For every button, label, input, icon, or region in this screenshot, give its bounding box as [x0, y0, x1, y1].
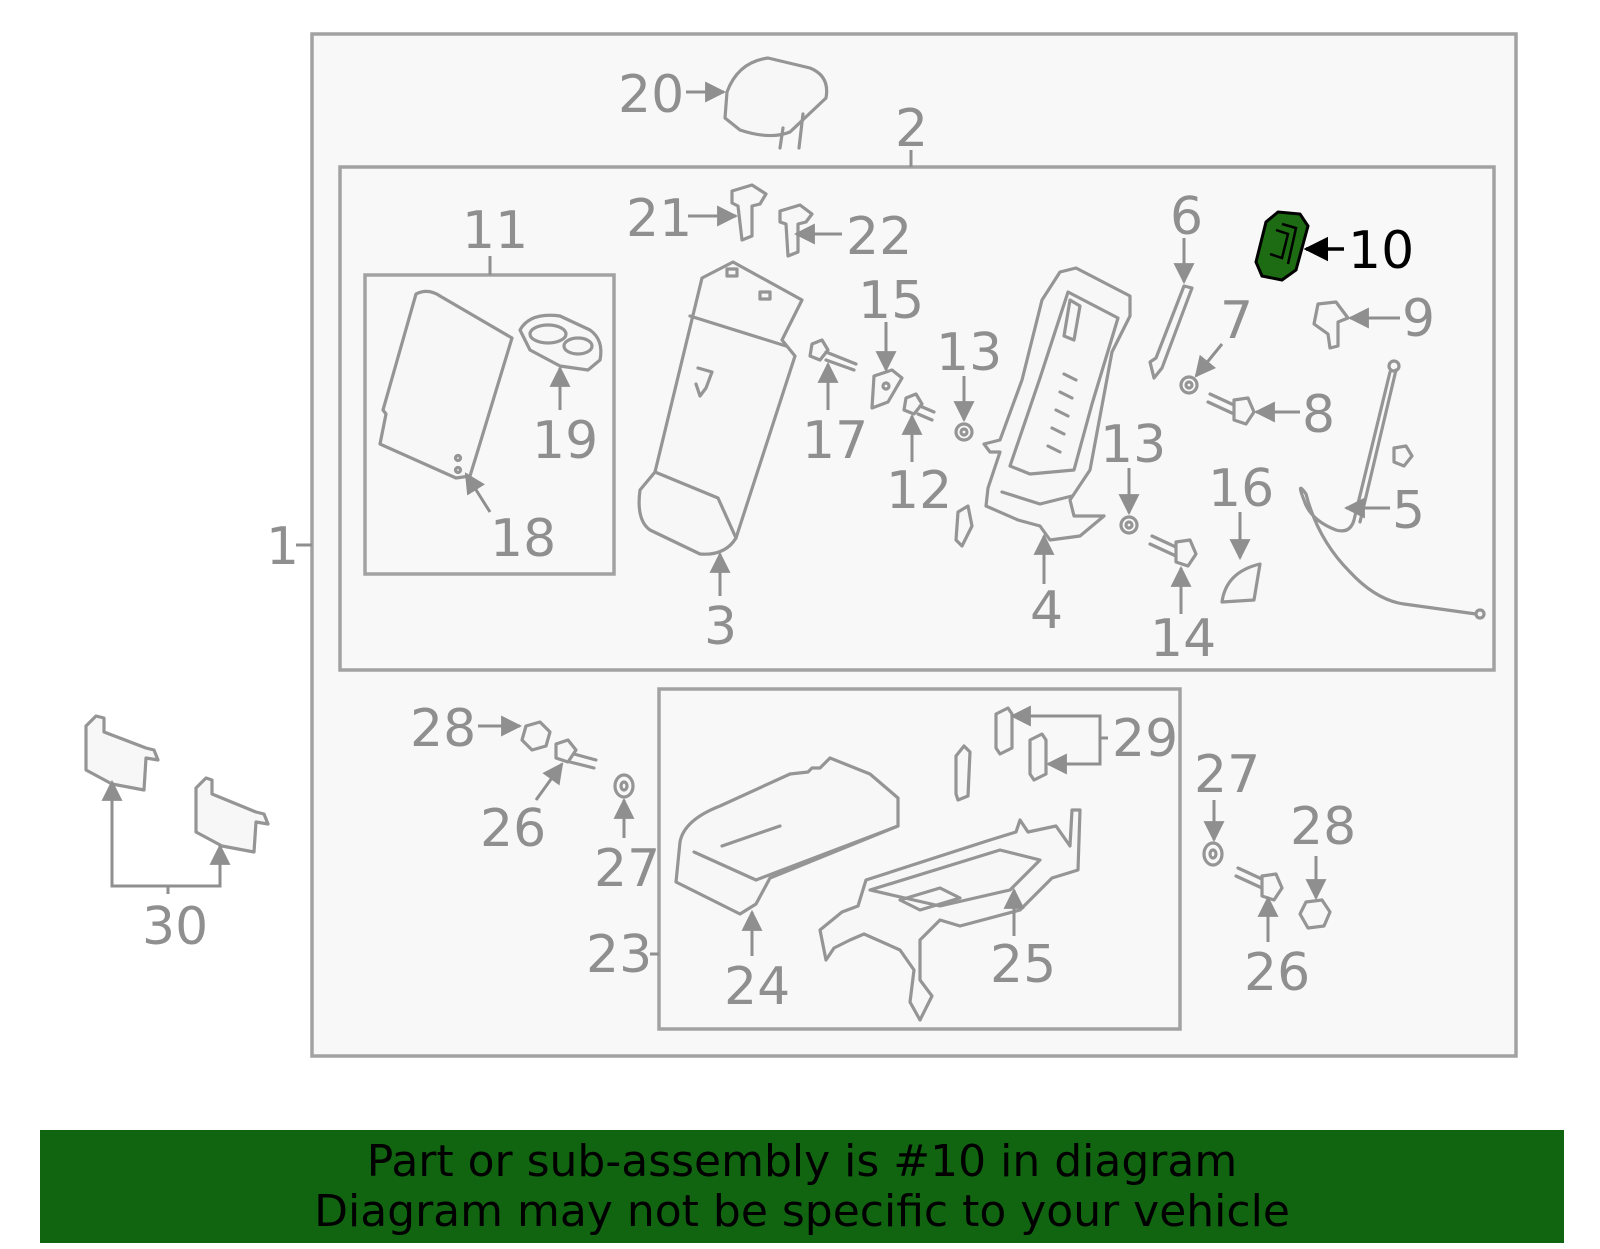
label-16: 16 — [1208, 459, 1274, 519]
footer-line-1: Part or sub-assembly is #10 in diagram — [366, 1135, 1238, 1187]
label-23: 23 — [586, 925, 652, 985]
part-30-bracket-b[interactable] — [194, 776, 270, 854]
footer-banner: Part or sub-assembly is #10 in diagram D… — [40, 1130, 1564, 1243]
label-28b: 28 — [1290, 797, 1356, 857]
part-25-armrest-frame[interactable] — [818, 808, 1082, 1022]
part-29-plate-b[interactable] — [1028, 732, 1048, 782]
part-clip[interactable] — [954, 504, 974, 548]
part-20-headrest[interactable] — [723, 56, 829, 150]
label-11: 11 — [462, 201, 528, 261]
part-13-washer-a-hole — [959, 427, 969, 437]
part-12-bolt[interactable] — [902, 392, 936, 422]
part-28-nut-a[interactable] — [520, 720, 552, 752]
label-7: 7 — [1220, 291, 1253, 351]
part-27-washer-b[interactable] — [1202, 841, 1224, 867]
part-3-seatback-cover[interactable] — [637, 260, 804, 556]
part-27-washer-b-hole — [1208, 848, 1218, 860]
part-4-seatback-frame[interactable] — [982, 266, 1132, 542]
label-25: 25 — [990, 935, 1056, 995]
part-13-washer-b-hole — [1124, 520, 1134, 530]
part-26-bolt-a[interactable] — [554, 738, 598, 770]
part-18-board[interactable] — [378, 289, 514, 480]
label-8: 8 — [1302, 385, 1335, 445]
label-17: 17 — [802, 411, 868, 471]
part-10-highlighted[interactable] — [1254, 210, 1310, 282]
label-26a: 26 — [480, 799, 546, 859]
label-30: 30 — [142, 897, 208, 957]
part-clip-5[interactable] — [1392, 444, 1414, 468]
label-3: 3 — [704, 597, 737, 657]
part-7-washer-hole — [1184, 380, 1194, 390]
footer-line-2: Diagram may not be specific to your vehi… — [314, 1185, 1290, 1237]
part-29-plate-c[interactable] — [954, 744, 972, 802]
label-18: 18 — [490, 509, 556, 569]
label-24: 24 — [724, 957, 790, 1017]
callout-labels: 20 2 11 1 21 22 3 15 17 13 12 4 13 6 7 8… — [142, 65, 1435, 1017]
label-21: 21 — [626, 189, 692, 249]
part-14-bolt[interactable] — [1148, 534, 1198, 568]
label-9: 9 — [1402, 289, 1435, 349]
part-6-rod[interactable] — [1148, 284, 1194, 380]
label-6: 6 — [1170, 187, 1203, 247]
label-26b: 26 — [1244, 943, 1310, 1003]
part-29-plate-a[interactable] — [994, 706, 1014, 756]
label-10: 10 — [1348, 221, 1414, 281]
part-19-cupholder[interactable] — [518, 313, 603, 372]
label-13b: 13 — [1100, 415, 1166, 475]
part-28-nut-b[interactable] — [1298, 898, 1332, 930]
label-28a: 28 — [410, 699, 476, 759]
label-4: 4 — [1030, 581, 1063, 641]
label-13a: 13 — [936, 323, 1002, 383]
label-1: 1 — [266, 517, 299, 577]
label-12: 12 — [886, 461, 952, 521]
part-5-cable[interactable] — [1298, 359, 1486, 620]
label-22: 22 — [846, 207, 912, 267]
part-24-armrest[interactable] — [674, 756, 900, 916]
part-30-bracket-a[interactable] — [84, 714, 160, 792]
part-26-bolt-b[interactable] — [1234, 866, 1284, 902]
label-29: 29 — [1112, 709, 1178, 769]
part-27-washer-a[interactable] — [613, 773, 635, 799]
part-16-cap[interactable] — [1220, 562, 1262, 604]
part-27-washer-a-hole — [619, 780, 629, 792]
label-27a: 27 — [594, 839, 660, 899]
part-21-guide[interactable] — [730, 183, 768, 242]
label-5: 5 — [1392, 481, 1425, 541]
label-15: 15 — [858, 271, 924, 331]
part-8-bolt[interactable] — [1206, 392, 1256, 426]
leader-lines — [101, 81, 1400, 956]
part-7-washer[interactable] — [1179, 375, 1199, 395]
part-13-washer-a[interactable] — [954, 422, 974, 442]
label-27b: 27 — [1194, 745, 1260, 805]
label-14: 14 — [1150, 609, 1216, 669]
label-19: 19 — [532, 411, 598, 471]
part-17-bolt[interactable] — [808, 338, 858, 372]
label-20: 20 — [618, 65, 684, 125]
part-9-bracket[interactable] — [1312, 300, 1350, 350]
label-2: 2 — [895, 99, 928, 159]
part-13-washer-b[interactable] — [1119, 515, 1139, 535]
